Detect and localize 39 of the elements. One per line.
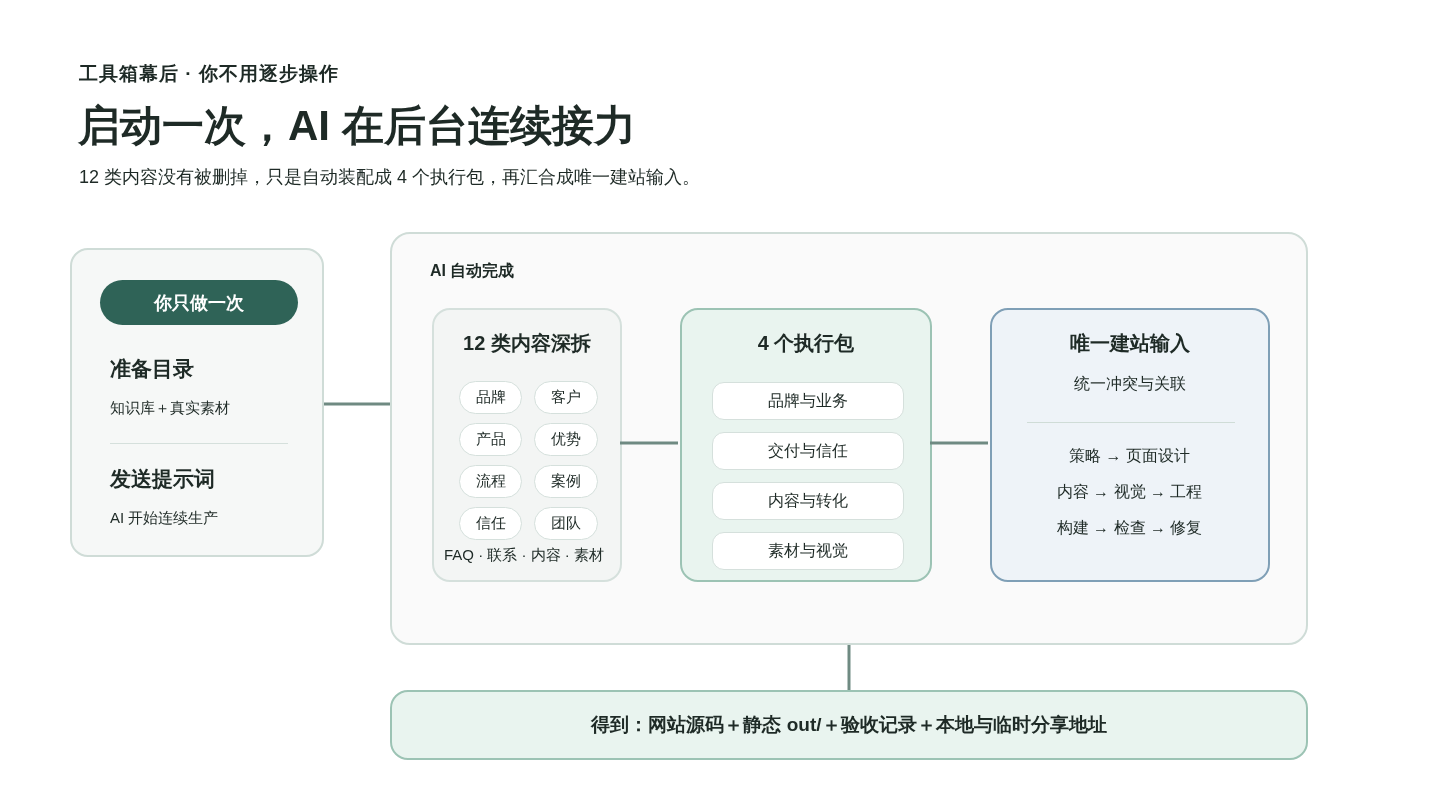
connector-line: [620, 441, 678, 445]
card-text: 知识库＋真实素材: [110, 399, 230, 418]
category-chip: 优势: [534, 423, 598, 456]
flow-text: 策略 → 页面设计: [1068, 446, 1191, 466]
category-chip: 流程: [459, 465, 522, 498]
category-chip: 品牌: [459, 381, 522, 414]
category-chip: 团队: [534, 507, 598, 540]
box-heading: 4 个执行包: [756, 331, 856, 356]
subtitle-text: 12 类内容没有被删掉，只是自动装配成 4 个执行包，再汇合成唯一建站输入。: [79, 166, 701, 189]
package-box: [680, 308, 932, 582]
process-panel: [390, 232, 1308, 645]
category-chip: 信任: [459, 507, 522, 540]
card-heading: 发送提示词: [110, 466, 215, 492]
footnote-text: FAQ · 联系 · 内容 · 素材: [443, 546, 605, 565]
connector-line: [930, 441, 988, 445]
step-pill: 你只做一次: [100, 280, 298, 325]
box-heading: 12 类内容深拆: [462, 331, 592, 356]
title-text: 启动一次，AI 在后台连续接力: [78, 101, 636, 151]
connector-line: [847, 645, 851, 690]
flow-text: 构建 → 检查 → 修复: [1055, 518, 1204, 538]
package-item: 内容与转化: [712, 482, 904, 520]
box-subtitle: 统一冲突与关联: [1072, 374, 1187, 394]
input-box: [990, 308, 1270, 582]
step-card: [70, 248, 324, 557]
card-heading: 准备目录: [110, 356, 194, 382]
category-chip: 案例: [534, 465, 598, 498]
category-chip: 客户: [534, 381, 598, 414]
flow-text: 内容 → 视觉 → 工程: [1055, 482, 1204, 502]
result-box: 得到：网站源码＋静态 out/＋验收记录＋本地与临时分享地址: [390, 690, 1308, 760]
category-chip: 产品: [459, 423, 522, 456]
package-item: 交付与信任: [712, 432, 904, 470]
category-box: [432, 308, 622, 582]
box-heading: 唯一建站输入: [1068, 331, 1191, 356]
connector-line: [324, 402, 390, 406]
eyebrow-text: 工具箱幕后 · 你不用逐步操作: [79, 62, 339, 86]
panel-heading: AI 自动完成: [430, 261, 515, 281]
card-text: AI 开始连续生产: [110, 509, 219, 528]
package-item: 素材与视觉: [712, 532, 904, 570]
package-item: 品牌与业务: [712, 382, 904, 420]
